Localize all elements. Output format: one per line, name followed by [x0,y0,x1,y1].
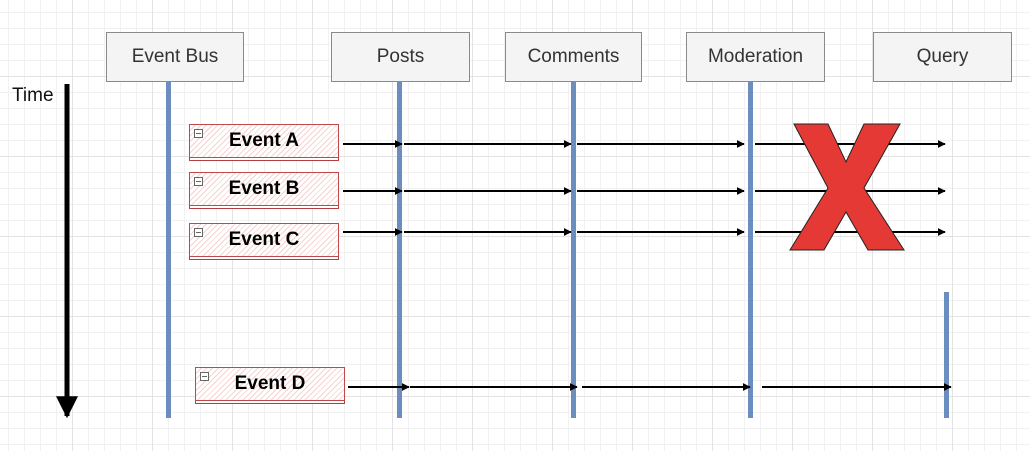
event-c[interactable]: Event C [189,223,339,257]
service-event-bus[interactable]: Event Bus [106,32,244,82]
red-x-icon [789,123,905,251]
event-b[interactable]: Event B [189,172,339,206]
collapse-icon[interactable] [194,177,203,186]
service-moderation[interactable]: Moderation [686,32,825,82]
lifeline-query [944,292,949,418]
lifeline-event-bus [166,82,171,418]
lifeline-moderation [748,82,753,418]
event-a-label: Event A [228,130,300,151]
collapse-icon[interactable] [194,228,203,237]
collapse-icon[interactable] [194,129,203,138]
lifeline-posts [397,82,402,418]
event-c-label: Event C [228,229,300,250]
service-posts[interactable]: Posts [331,32,470,82]
service-comments[interactable]: Comments [505,32,642,82]
lifeline-comments [571,82,576,418]
event-d[interactable]: Event D [195,367,345,401]
event-b-label: Event B [228,178,300,199]
event-a[interactable]: Event A [189,124,339,158]
service-query[interactable]: Query [873,32,1012,82]
event-d-label: Event D [234,373,306,394]
collapse-icon[interactable] [200,372,209,381]
time-label: Time [12,85,54,106]
